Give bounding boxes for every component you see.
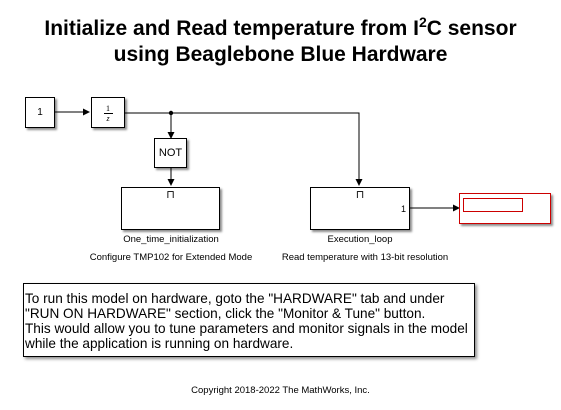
- trigger-icon: ⊓: [355, 189, 365, 201]
- init-subsystem-description: Configure TMP102 for Extended Mode: [89, 252, 253, 263]
- delay-fraction: 1 z: [92, 104, 124, 123]
- not-label: NOT: [158, 147, 183, 159]
- note-line: while the application is running on hard…: [25, 336, 294, 351]
- one-time-initialization-subsystem[interactable]: ⊓: [121, 187, 220, 230]
- diagram-title: Initialize and Read temperature from I2C…: [0, 14, 561, 68]
- loop-subsystem-description: Read temperature with 13-bit resolution: [281, 252, 449, 263]
- constant-value: 1: [37, 107, 43, 118]
- title-line-1-suffix: C sensor: [426, 17, 517, 40]
- note-line: This would allow you to tune parameters …: [25, 321, 468, 336]
- note-line: "RUN ON HARDWARE" section, click the "Mo…: [25, 306, 426, 321]
- title-line-1: Initialize and Read temperature from I2C…: [0, 14, 561, 42]
- delay-denominator: z: [106, 114, 110, 123]
- instructions-annotation: To run this model on hardware, goto the …: [23, 283, 475, 357]
- delay-fraction-bar: [103, 113, 113, 114]
- display-readout: [463, 198, 523, 212]
- output-port-label: 1: [400, 204, 406, 214]
- unit-delay-block[interactable]: 1 z: [91, 97, 125, 128]
- loop-subsystem-name: Execution_loop: [327, 234, 393, 245]
- note-line: To run this model on hardware, goto the …: [25, 291, 445, 306]
- copyright-notice: Copyright 2018-2022 The MathWorks, Inc.: [191, 385, 370, 396]
- title-line-1-prefix: Initialize and Read temperature from I: [44, 17, 419, 40]
- execution-loop-subsystem[interactable]: ⊓ 1: [310, 187, 410, 230]
- init-subsystem-name: One_time_initialization: [123, 234, 219, 245]
- wire-delay-to-loop: [125, 112, 363, 186]
- constant-block[interactable]: 1: [25, 97, 55, 128]
- delay-numerator: 1: [106, 104, 110, 113]
- trigger-icon: ⊓: [166, 189, 175, 201]
- title-line-2: using Beaglebone Blue Hardware: [113, 43, 448, 66]
- not-block[interactable]: NOT: [154, 138, 187, 168]
- title-superscript: 2: [418, 14, 427, 30]
- display-block[interactable]: [459, 193, 551, 224]
